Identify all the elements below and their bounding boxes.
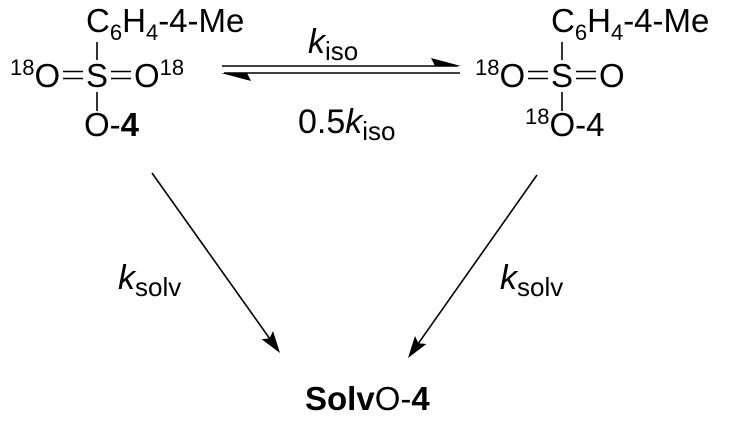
solvolysis-product: SolvO-4 <box>305 380 430 417</box>
aryl-carbon: C <box>86 2 110 39</box>
compound-number: 4 <box>121 106 140 143</box>
oxygen-atom: O <box>134 57 160 94</box>
left-solvolysis-arrow-shaft <box>151 172 271 340</box>
ester-oxygen-atom: O- <box>84 106 121 143</box>
rate-constant-subscript: iso <box>362 116 395 146</box>
solvolysis-left: ksolv <box>118 172 280 353</box>
rate-coefficient: 0.5 <box>298 103 345 141</box>
isotope-label: 18 <box>10 55 34 80</box>
aryl-carbon: C <box>551 2 575 39</box>
aryl-hydrogen-count: 4 <box>146 20 158 45</box>
oxygen-atom: O <box>599 57 625 94</box>
aryl-hydrogen: H <box>122 2 146 39</box>
isotope-label: 18 <box>160 55 184 80</box>
compound-number: 4 <box>411 380 430 417</box>
aryl-substituent: -4-Me <box>158 2 244 39</box>
rate-constant-symbol: k <box>345 103 364 141</box>
sulfur-atom: S <box>551 57 573 94</box>
oxygen-atom: O <box>34 57 60 94</box>
left-sulfonate: C6H4-4-Me 18O S O18 O-4 <box>10 2 244 143</box>
rate-constant-symbol: k <box>118 259 137 297</box>
right-aryl-group: C6H4-4-Me <box>551 2 709 45</box>
aryl-carbon-count: 6 <box>110 20 122 45</box>
sulfur-atom: S <box>86 57 108 94</box>
rate-constant-symbol: k <box>308 23 327 61</box>
rate-constant-symbol: k <box>500 259 519 297</box>
ester-oxygen-label: O-4 <box>549 106 604 143</box>
reverse-harpoon-head <box>221 73 251 81</box>
solvent-label: Solv <box>305 380 375 417</box>
oxygen-atom: O <box>499 57 525 94</box>
aryl-substituent: -4-Me <box>623 2 709 39</box>
left-sulfur-atom: S <box>86 57 108 94</box>
rate-constant-subscript: solv <box>135 272 181 302</box>
rate-constant-subscript: solv <box>517 272 563 302</box>
solvolysis-right: ksolv <box>408 174 563 358</box>
product-oxygen: O- <box>375 380 412 417</box>
right-ester-oxygen: 18O-4 <box>525 104 605 143</box>
right-solvolysis-arrow-head <box>408 336 427 358</box>
left-oxo-oxygen-1: 18O <box>10 55 60 94</box>
reverse-rate-label: 0.5kiso <box>298 103 396 146</box>
right-oxo-oxygen-1: 18O <box>475 55 525 94</box>
isomerization-equilibrium: kiso 0.5kiso <box>221 23 461 146</box>
right-sulfur-atom: S <box>551 57 573 94</box>
rate-constant-subscript: iso <box>325 36 358 66</box>
isotope-label: 18 <box>475 55 499 80</box>
right-oxo-oxygen-2: O <box>599 57 625 94</box>
right-sulfonate: C6H4-4-Me 18O S O 18O-4 <box>475 2 709 143</box>
aryl-hydrogen: H <box>587 2 611 39</box>
forward-harpoon-head <box>431 58 461 66</box>
forward-rate-label: kiso <box>308 23 358 66</box>
left-ester-oxygen: O-4 <box>84 106 140 143</box>
right-solvolysis-rate-label: ksolv <box>500 259 563 302</box>
left-aryl-group: C6H4-4-Me <box>86 2 244 45</box>
aryl-carbon-count: 6 <box>575 20 587 45</box>
left-solvolysis-rate-label: ksolv <box>118 259 181 302</box>
right-solvolysis-arrow-shaft <box>417 174 538 344</box>
left-oxo-oxygen-2: O18 <box>134 55 184 94</box>
aryl-hydrogen-count: 4 <box>611 20 623 45</box>
left-solvolysis-arrow-head <box>261 331 280 353</box>
isotope-label: 18 <box>525 104 549 129</box>
